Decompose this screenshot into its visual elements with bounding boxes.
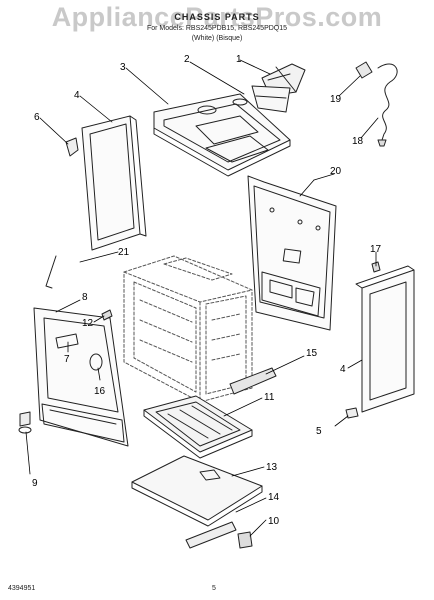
- callout-1: 1: [236, 54, 242, 65]
- part-20-rear-panel: [247, 175, 337, 331]
- part-4-left-side-panel: [81, 115, 147, 251]
- callout-9: 9: [32, 478, 38, 489]
- oven-cavity: [123, 255, 253, 403]
- callout-16: 16: [94, 386, 106, 397]
- part-5-clip: [345, 407, 359, 419]
- part-9-leveling-leg: [18, 411, 32, 434]
- part-7-bracket: [55, 333, 79, 349]
- part-2-baffle: [251, 85, 291, 113]
- callout-21: 21: [118, 247, 130, 258]
- callout-4-right: 4: [340, 364, 346, 375]
- callout-6: 6: [34, 112, 40, 123]
- callout-4-top: 4: [74, 90, 80, 101]
- document-number: 4394951: [8, 585, 36, 592]
- part-18-power-cord: [377, 63, 398, 147]
- callout-8: 8: [82, 292, 88, 303]
- callout-11: 11: [264, 392, 275, 403]
- part-14-rail: [185, 521, 237, 549]
- part-15-vent-trim: [229, 367, 277, 395]
- part-21-strip: [45, 255, 57, 289]
- callout-20: 20: [330, 166, 342, 177]
- callout-17: 17: [370, 244, 382, 255]
- part-3-top-pan: [153, 93, 291, 177]
- callout-19: 19: [330, 94, 342, 105]
- diagram-colors: (White) (Bisque): [191, 35, 243, 42]
- callout-18: 18: [352, 136, 364, 147]
- part-6-clip: [65, 137, 79, 157]
- part-13-bottom-panel: [131, 455, 263, 527]
- callout-14: 14: [268, 492, 280, 503]
- callout-10: 10: [268, 516, 280, 527]
- page-number: 5: [212, 585, 216, 592]
- part-19-connector: [355, 61, 373, 79]
- part-4-right-side-panel: [355, 265, 415, 413]
- callout-3: 3: [120, 62, 126, 73]
- callout-2: 2: [184, 54, 190, 65]
- part-16-plug: [89, 353, 103, 371]
- part-12-screw: [101, 309, 113, 321]
- callout-5: 5: [316, 426, 322, 437]
- diagram-models: For Models: RBS245PDB15, RBS245PDQ15: [146, 25, 288, 32]
- watermark: AppliancePartsPros.com: [51, 2, 383, 32]
- part-10-foot: [237, 531, 253, 549]
- part-8-front-frame: [33, 307, 129, 447]
- part-11-broiler-pan: [143, 395, 253, 459]
- callout-12: 12: [82, 318, 94, 329]
- leader-lines: [25, 59, 379, 537]
- callout-13: 13: [266, 462, 278, 473]
- callout-15: 15: [306, 348, 318, 359]
- diagram-title: CHASSIS PARTS: [174, 12, 260, 22]
- callout-7: 7: [64, 354, 70, 365]
